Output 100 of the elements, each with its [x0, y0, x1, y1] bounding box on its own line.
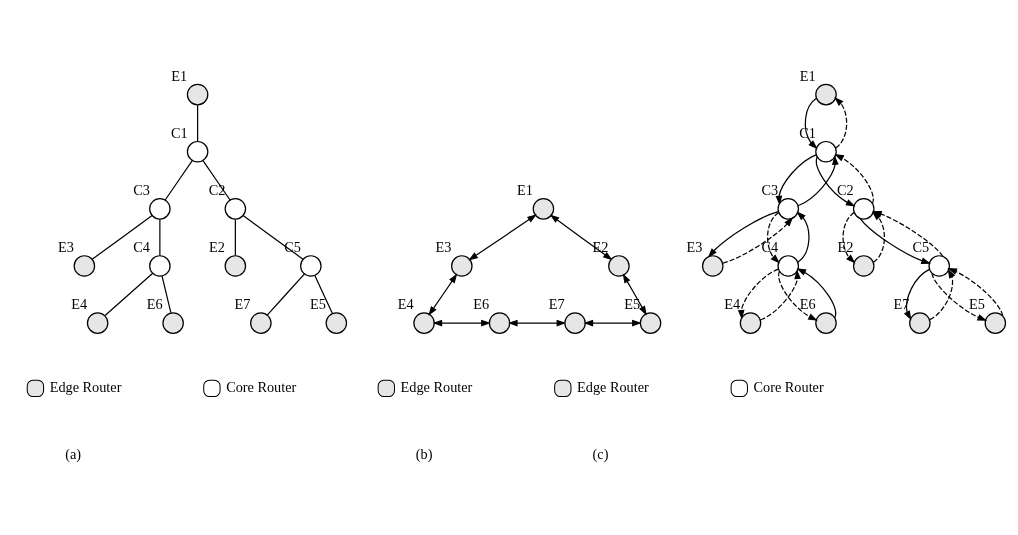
node-label: E6 — [146, 295, 163, 312]
node-circle — [852, 197, 875, 220]
legend-label: Edge Router — [400, 378, 473, 395]
node-circle — [149, 197, 171, 220]
arrow — [797, 154, 839, 206]
node-circle — [815, 140, 837, 162]
node-label: C4 — [133, 238, 150, 255]
arrow — [796, 267, 837, 318]
arrow — [508, 319, 567, 326]
arrow — [778, 270, 818, 321]
node-label: E4 — [397, 295, 414, 312]
node-label: C2 — [837, 181, 854, 198]
arrow — [737, 267, 779, 320]
connector — [161, 274, 172, 313]
arrow — [931, 272, 987, 321]
connector — [266, 273, 305, 316]
node-label: E6 — [799, 295, 816, 312]
arrow — [929, 268, 956, 320]
node-label: E3 — [58, 238, 74, 255]
legend-label: Edge Router — [577, 378, 649, 395]
node-label: E1 — [171, 67, 188, 84]
arrow — [549, 213, 613, 260]
node-circle — [564, 311, 586, 334]
node-label: C3 — [133, 181, 150, 198]
node-label: E2 — [592, 238, 609, 255]
node-label: E4 — [724, 295, 741, 312]
node-circle — [186, 140, 209, 162]
connector — [104, 272, 154, 316]
node-label: E3 — [686, 238, 703, 255]
arrow — [722, 216, 794, 264]
arrow — [767, 211, 780, 263]
label: (c) — [592, 445, 609, 462]
arrow — [834, 96, 848, 149]
node-label: E5 — [624, 295, 641, 312]
node-label: C3 — [761, 181, 779, 198]
connector — [242, 214, 304, 260]
node-circle — [488, 311, 511, 334]
node-circle — [608, 254, 630, 277]
arrow — [859, 217, 931, 264]
node-label: E3 — [435, 238, 452, 255]
legend-label: Edge Router — [49, 378, 122, 395]
arrow — [468, 213, 537, 260]
node-circle — [224, 254, 247, 277]
node-label: E5 — [969, 295, 985, 312]
legend-label: Core Router — [753, 378, 824, 395]
node-circle — [984, 311, 1007, 334]
node-circle — [413, 311, 435, 334]
node-label: C5 — [912, 238, 930, 255]
node-circle — [325, 311, 348, 334]
node-circle — [701, 254, 724, 277]
node-label: E5 — [310, 295, 326, 312]
legend-label: Core Router — [226, 378, 297, 395]
node-label: E1 — [517, 181, 533, 198]
node-label: E4 — [71, 295, 88, 312]
node-label: E7 — [234, 295, 251, 312]
node-label: E1 — [799, 67, 816, 84]
node-circle — [532, 197, 555, 220]
node-label: E2 — [837, 238, 854, 255]
arrow — [815, 155, 856, 207]
node-circle — [250, 311, 272, 334]
connector — [197, 104, 199, 142]
node-label: C5 — [284, 238, 301, 255]
arrow — [707, 210, 779, 258]
node-circle — [162, 311, 184, 334]
node-label: C1 — [170, 124, 188, 141]
arrow — [903, 268, 930, 320]
node-label: C4 — [761, 238, 779, 255]
node-circle — [86, 311, 109, 334]
node-circle — [815, 83, 837, 105]
node-label: E7 — [548, 295, 565, 312]
node-circle — [639, 311, 662, 334]
arrow — [622, 273, 647, 315]
node-circle — [852, 254, 875, 277]
node-label: E6 — [473, 295, 490, 312]
node-circle — [815, 311, 837, 334]
node-circle — [73, 254, 96, 277]
connector — [159, 218, 161, 256]
arrow — [759, 268, 801, 321]
connector — [91, 214, 153, 260]
node-circle — [186, 83, 209, 105]
node-label: C2 — [208, 181, 226, 198]
connector — [234, 218, 236, 256]
node-label: E2 — [209, 238, 225, 255]
arrow — [428, 273, 458, 316]
arrow — [775, 153, 817, 205]
arrow — [842, 211, 856, 263]
label: (a) — [65, 445, 82, 462]
connector — [202, 159, 231, 201]
node-circle — [149, 254, 171, 277]
label: (b) — [415, 445, 433, 462]
arrow — [432, 319, 491, 326]
node-circle — [909, 311, 931, 334]
node-circle — [300, 254, 322, 277]
arrow — [796, 210, 810, 263]
connector — [314, 274, 333, 314]
connector — [164, 159, 193, 201]
node-circle — [928, 254, 951, 277]
arrow — [583, 319, 642, 326]
arrow — [834, 153, 874, 204]
arrow — [947, 267, 1004, 316]
